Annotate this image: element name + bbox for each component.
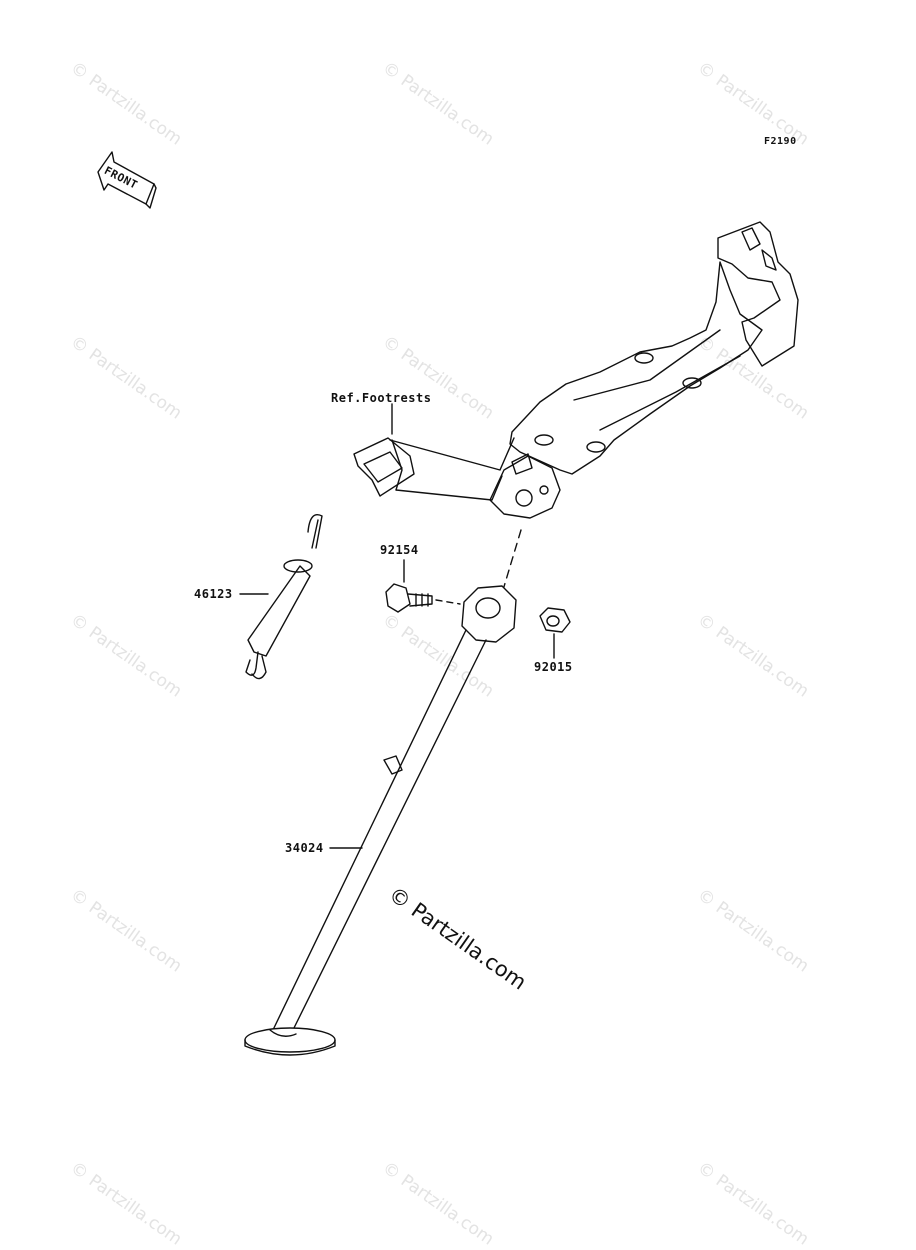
nut-92015 (539, 607, 571, 633)
front-arrow-icon (97, 151, 157, 209)
side-stand-34024 (244, 585, 517, 1056)
spring-46123 (245, 514, 323, 680)
parts-diagram: © Partzilla.com © Partzilla.com © Partzi… (67, 58, 813, 1250)
diagram-code: F2190 (764, 136, 797, 147)
bolt-92154 (385, 583, 433, 613)
callout-ref-footrests: Ref.Footrests (331, 391, 432, 405)
frame-assembly (353, 221, 799, 519)
callout-46123: 46123 (194, 587, 233, 601)
callout-34024: 34024 (285, 841, 324, 855)
diagram-drawing (97, 151, 799, 1056)
callout-92015: 92015 (534, 660, 573, 674)
callout-92154: 92154 (380, 543, 419, 557)
